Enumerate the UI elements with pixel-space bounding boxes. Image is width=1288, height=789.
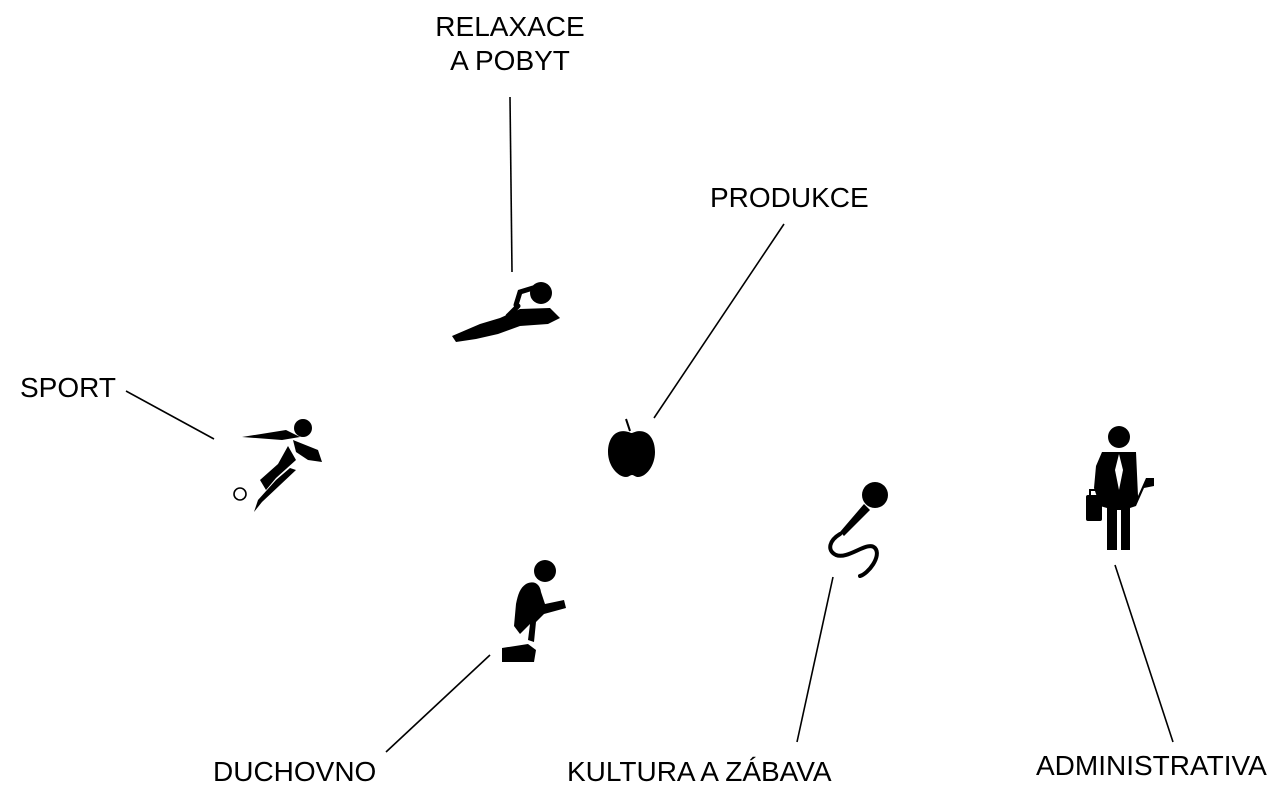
label-administrativa: ADMINISTRATIVA — [1036, 750, 1267, 781]
kneeling-person-icon — [502, 560, 566, 662]
leader-line-relaxace — [509, 96, 513, 273]
label-sport: SPORT — [20, 372, 116, 403]
businessman-briefcase-icon — [1086, 426, 1154, 550]
label-relaxace-line2: A POBYT — [450, 45, 570, 76]
apple-icon — [608, 418, 655, 477]
leader-line-administrativa — [1114, 564, 1174, 743]
reclining-person-icon — [452, 282, 560, 342]
label-relaxace: RELAXACE A POBYT — [410, 10, 610, 78]
label-produkce: PRODUKCE — [710, 182, 869, 213]
leader-line-kultura — [796, 576, 834, 743]
microphone-icon — [828, 482, 888, 578]
leader-line-sport — [125, 390, 215, 440]
leader-line-duchovno — [385, 654, 491, 753]
soccer-kick-icon — [233, 419, 322, 512]
leader-line-produkce — [653, 223, 785, 419]
label-kultura: KULTURA A ZÁBAVA — [567, 756, 832, 787]
label-duchovno: DUCHOVNO — [213, 756, 377, 787]
label-relaxace-line1: RELAXACE — [435, 11, 585, 42]
